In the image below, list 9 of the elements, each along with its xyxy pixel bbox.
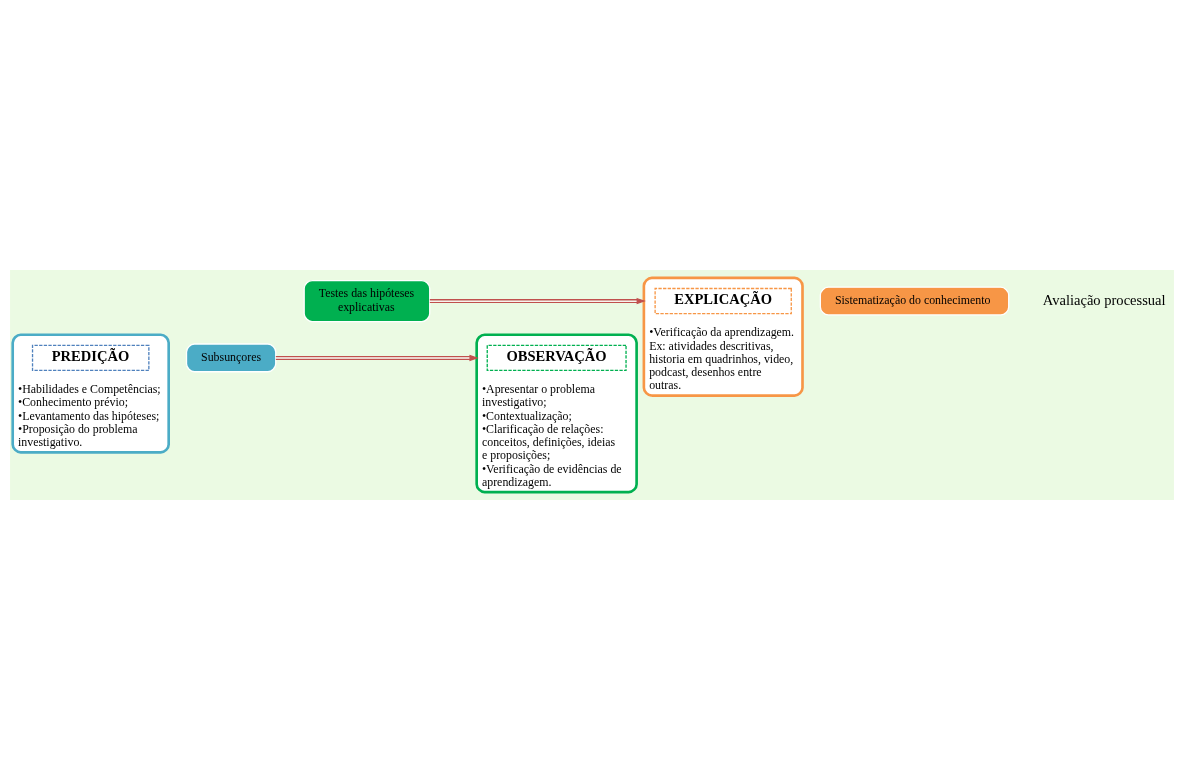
arrow: [429, 297, 646, 304]
node-box: EXPLICAÇÃO: [654, 287, 792, 314]
label: Avaliação processual: [1042, 291, 1166, 308]
node-box: Subsunçores: [185, 342, 277, 372]
node-box: OBSERVAÇÃO: [486, 344, 627, 371]
node-box: Testes das hipóteses explicativas: [303, 279, 431, 322]
node-box: Sistematização do conhecimento: [819, 286, 1010, 316]
arrow: [275, 354, 479, 361]
node-box: PREDIÇÃO: [31, 344, 150, 371]
